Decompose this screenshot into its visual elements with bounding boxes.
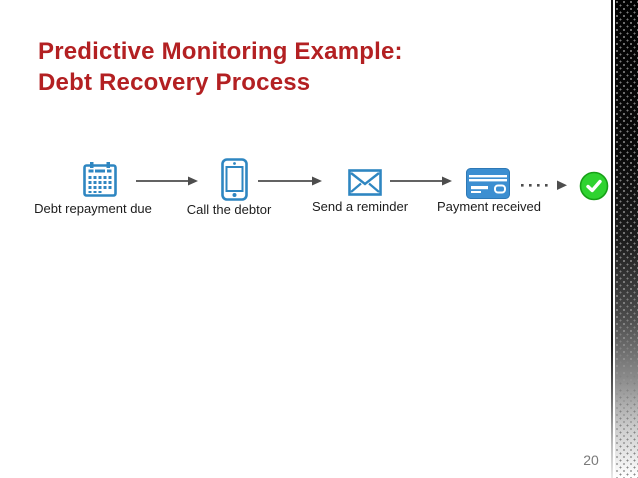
arrow-connector-3 xyxy=(390,176,452,186)
calendar-icon xyxy=(83,162,117,197)
slide-title: Predictive Monitoring Example: Debt Reco… xyxy=(38,36,403,98)
dotted-arrow-connector xyxy=(521,180,567,190)
page-number: 20 xyxy=(583,452,599,468)
phone-icon xyxy=(221,158,248,201)
envelope-icon xyxy=(348,169,382,196)
slide-title-line2: Debt Recovery Process xyxy=(38,69,311,96)
step-label-call-the-debtor: Call the debtor xyxy=(186,202,272,217)
step-label-payment-received: Payment received xyxy=(436,199,542,214)
step-label-send-a-reminder: Send a reminder xyxy=(311,199,409,214)
step-label-debt-repayment-due: Debt repayment due xyxy=(34,201,152,216)
credit-card-icon xyxy=(466,168,510,199)
right-texture-strip xyxy=(615,0,638,478)
slide-title-line1: Predictive Monitoring Example: xyxy=(38,38,403,65)
arrow-connector-1 xyxy=(136,176,198,186)
right-divider-line xyxy=(611,0,613,478)
arrow-connector-2 xyxy=(258,176,322,186)
check-circle-icon xyxy=(579,171,609,201)
